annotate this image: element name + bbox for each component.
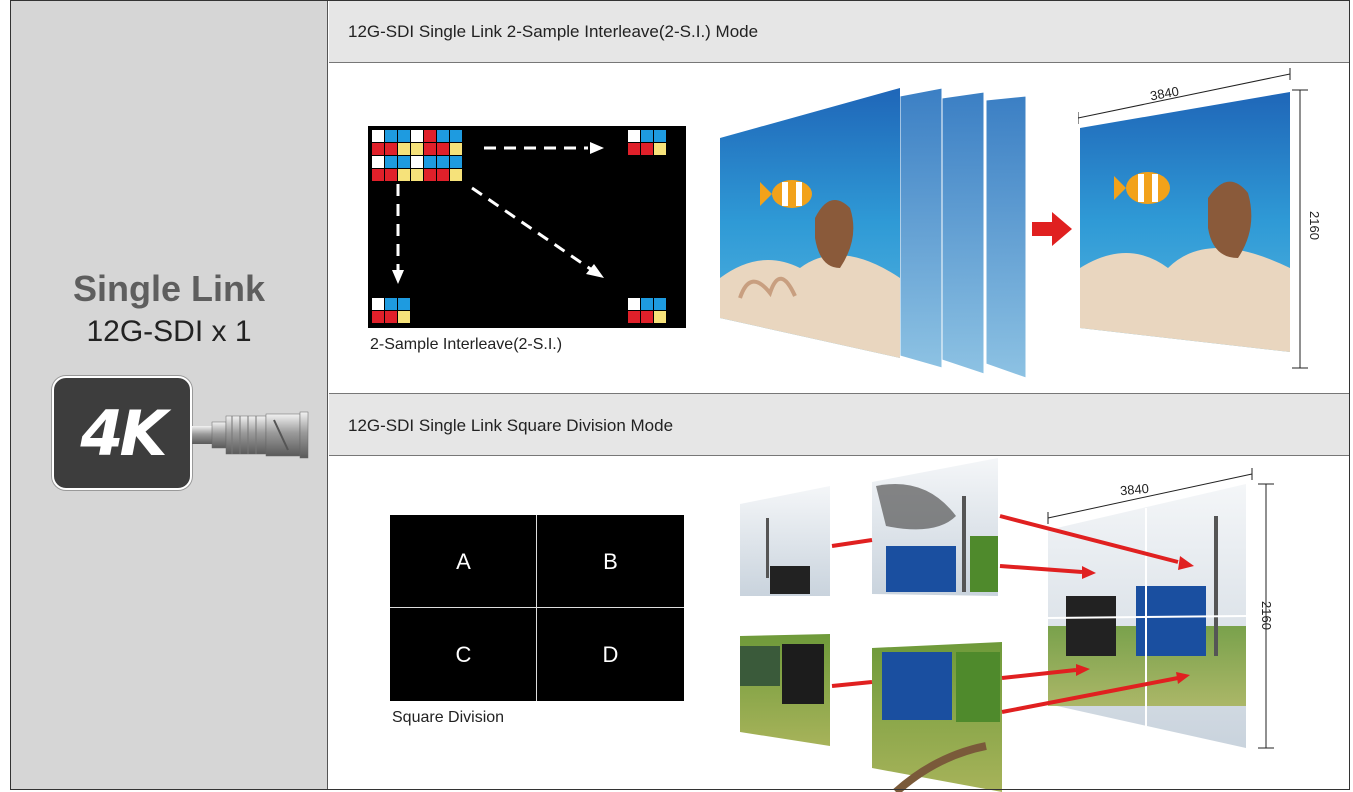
pixel-cell: [424, 156, 436, 168]
pixel-cell: [654, 143, 666, 155]
cell-a: A: [456, 548, 471, 574]
pixel-cell: [654, 311, 666, 323]
pixel-cell: [385, 156, 397, 168]
pixel-cell: [385, 130, 397, 142]
pixel-cell: [437, 130, 449, 142]
pixel-cell: [437, 143, 449, 155]
train-quadrants-illustration: [740, 458, 1274, 792]
pixel-cell: [641, 143, 653, 155]
pixel-cell: [437, 169, 449, 181]
pixel-cell: [385, 143, 397, 155]
cell-b: B: [603, 548, 618, 574]
pixel-cell: [398, 156, 410, 168]
4k-badge-label: 4K: [80, 396, 167, 470]
pixel-cell: [450, 156, 462, 168]
pixel-cell: [424, 169, 436, 181]
pixel-cell: [385, 169, 397, 181]
pixel-cell: [424, 143, 436, 155]
pixel-cell: [411, 143, 423, 155]
pixel-cell: [450, 143, 462, 155]
square-division-diagram: A B C D: [390, 515, 684, 701]
pixel-cell: [654, 130, 666, 142]
pixel-cell: [437, 156, 449, 168]
pixel-cell: [628, 130, 640, 142]
pixel-cell: [628, 311, 640, 323]
section2-header: 12G-SDI Single Link Square Division Mode: [329, 393, 1350, 456]
section1-header: 12G-SDI Single Link 2-Sample Interleave(…: [329, 0, 1350, 63]
pixel-cell: [372, 298, 384, 310]
pixel-cell: [385, 298, 397, 310]
section2-title: 12G-SDI Single Link Square Division Mode: [348, 416, 674, 435]
arrow-diagonal: [471, 186, 593, 272]
sdi-subtitle: 12G-SDI x 1: [86, 315, 252, 348]
outer-frame: [10, 0, 1350, 790]
pixel-cell: [372, 143, 384, 155]
pixel-block-top-left: [372, 130, 462, 181]
pixel-cell: [450, 169, 462, 181]
pixel-cell: [411, 169, 423, 181]
pixel-cell: [398, 298, 410, 310]
output-frame-4k: [1078, 68, 1308, 369]
pixel-cell: [641, 130, 653, 142]
pixel-cell: [372, 311, 384, 323]
left-panel: Single Link 12G-SDI x 1 4K: [10, 0, 328, 790]
pixel-cell: [398, 169, 410, 181]
pixel-block-bottom-right: [628, 298, 666, 323]
pixel-cell: [411, 130, 423, 142]
pixel-cell: [372, 130, 384, 142]
single-link-title: Single Link: [72, 268, 266, 309]
pixel-cell: [628, 298, 640, 310]
two-si-caption: 2-Sample Interleave(2-S.I.): [370, 336, 563, 353]
pixel-cell: [385, 311, 397, 323]
pixel-cell: [628, 143, 640, 155]
divider-vertical: [536, 515, 537, 701]
pixel-block-top-right: [628, 130, 666, 155]
pixel-block-bottom-left: [372, 298, 410, 323]
bnc-connector-icon: [192, 411, 309, 459]
red-arrow-icon: [1032, 212, 1072, 246]
pixel-cell: [654, 298, 666, 310]
divider-horizontal: [390, 607, 684, 608]
section1-title: 12G-SDI Single Link 2-Sample Interleave(…: [348, 22, 759, 41]
cell-c: C: [455, 641, 472, 667]
square-division-caption: Square Division: [392, 709, 505, 726]
pixel-cell: [424, 130, 436, 142]
pixel-cell: [372, 169, 384, 181]
pixel-cell: [398, 311, 410, 323]
4k-badge: 4K: [52, 376, 192, 490]
pixel-cell: [398, 130, 410, 142]
pixel-cell: [372, 156, 384, 168]
pixel-cell: [450, 130, 462, 142]
pixel-cell: [398, 143, 410, 155]
pixel-cell: [641, 298, 653, 310]
two-si-diagram: [368, 126, 686, 328]
pixel-cell: [641, 311, 653, 323]
cell-d: D: [602, 641, 619, 667]
stacked-frames-illustration: [720, 87, 1027, 379]
pixel-cell: [411, 156, 423, 168]
